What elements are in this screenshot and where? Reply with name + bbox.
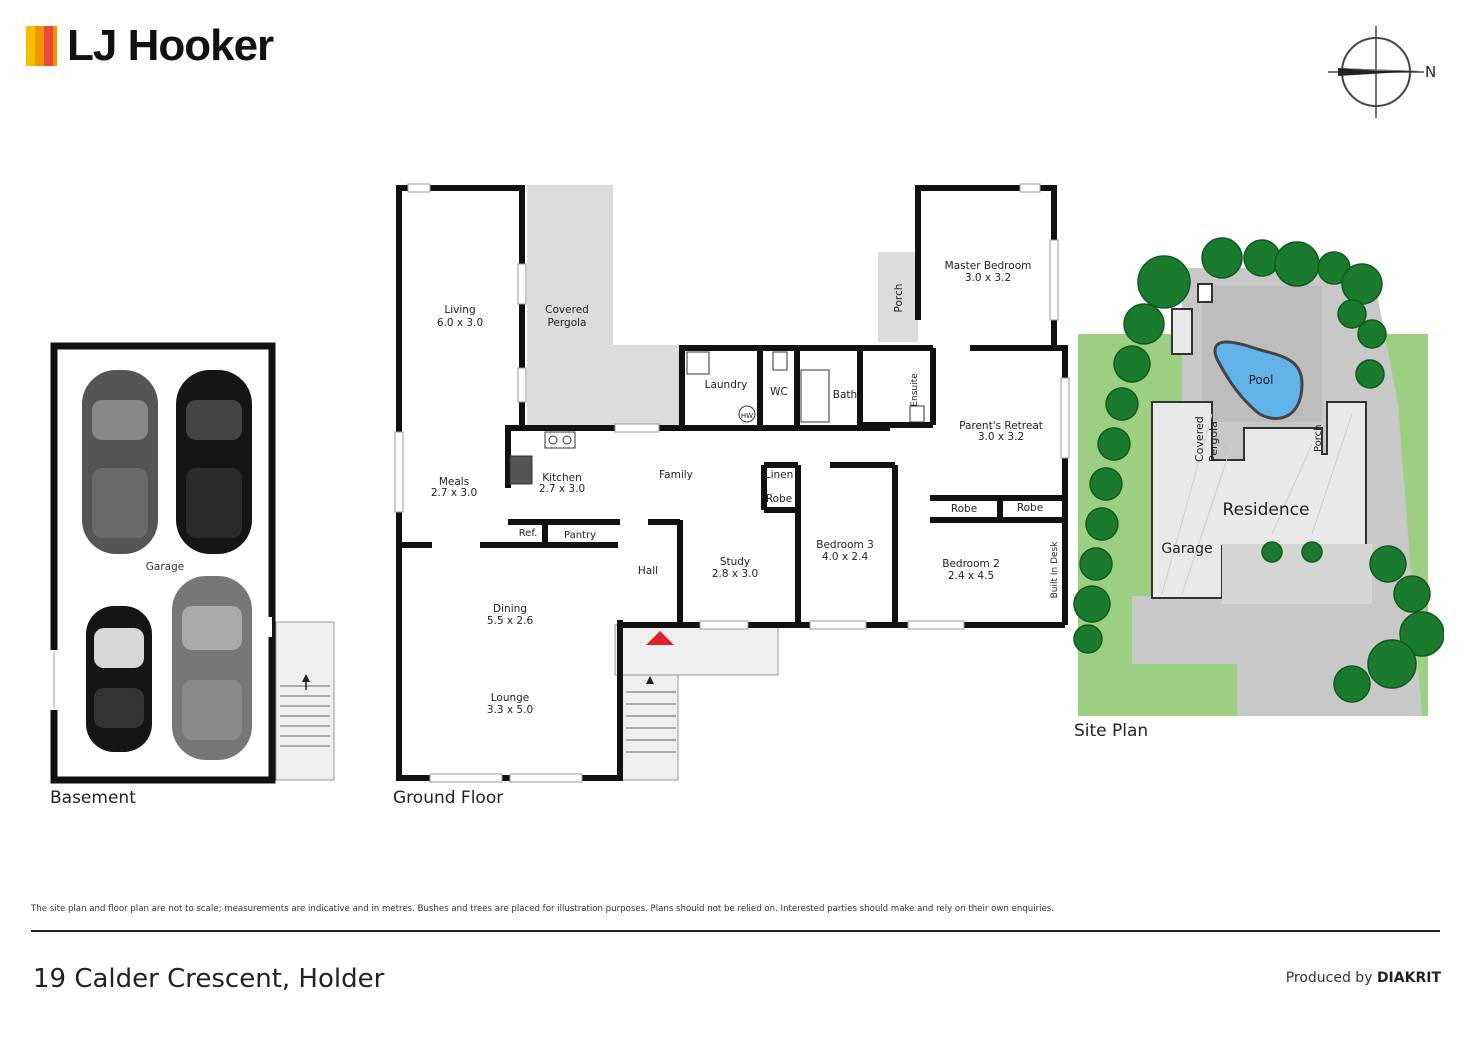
- room-name: Dining: [493, 603, 527, 615]
- compass-icon: N: [1328, 26, 1436, 118]
- room-name: Pantry: [564, 530, 596, 541]
- room-name: Bath: [833, 389, 857, 401]
- room-name: Robe: [766, 493, 792, 505]
- room-name: Family: [659, 469, 693, 481]
- footer-divider: [31, 930, 1440, 932]
- room-name: Laundry: [705, 379, 748, 391]
- brand-name: LJ Hooker: [67, 21, 274, 70]
- room-name: Living: [444, 304, 475, 316]
- room-size: 2.7 x 3.0: [431, 487, 477, 499]
- room-name: Porch: [893, 284, 905, 313]
- car-icon: [86, 606, 152, 752]
- room-name: Bedroom 3: [816, 539, 874, 551]
- ground-floor-plan: Living 6.0 x 3.0 Covered Pergola Porch M…: [394, 183, 1070, 783]
- room-size: 6.0 x 3.0: [437, 317, 483, 329]
- entry-marker-icon: [646, 631, 674, 645]
- room-size: 2.7 x 3.0: [539, 483, 585, 495]
- site-garage-label: Garage: [1161, 541, 1212, 557]
- site-pergola-label: Covered: [1193, 416, 1206, 462]
- producer-name: DIAKRIT: [1376, 970, 1441, 986]
- disclaimer-text: The site plan and floor plan are not to …: [31, 904, 1055, 914]
- room-name: Parent's Retreat: [959, 420, 1043, 432]
- room-name: Covered: [545, 304, 589, 316]
- produced-by-label: Produced by: [1285, 970, 1373, 986]
- room-size: 3.0 x 3.2: [965, 272, 1011, 284]
- residence-label: Residence: [1223, 500, 1310, 520]
- basement-caption: Basement: [50, 788, 136, 808]
- room-size: 3.0 x 3.2: [978, 431, 1024, 443]
- brand-logo: LJ Hooker: [26, 21, 274, 70]
- room-name: Kitchen: [542, 472, 581, 484]
- car-icon: [82, 370, 158, 554]
- room-size: 2.8 x 3.0: [712, 568, 758, 580]
- car-icon: [176, 370, 252, 554]
- pool-label: Pool: [1249, 373, 1274, 387]
- room-name: Robe: [1017, 502, 1043, 514]
- room-size: 4.0 x 2.4: [822, 551, 869, 563]
- room-name: Hall: [638, 565, 658, 577]
- room-size: 2.4 x 4.5: [948, 570, 994, 582]
- room-name: Study: [720, 556, 750, 568]
- room-name: Linen: [765, 469, 794, 481]
- room-name: WC: [770, 386, 788, 398]
- room-name: Robe: [951, 503, 977, 515]
- room-name: Ref.: [519, 528, 538, 539]
- ground-floor-caption: Ground Floor: [393, 788, 504, 808]
- room-name: Ensuite: [910, 373, 920, 407]
- brand-color-bars: [26, 26, 57, 66]
- room-name: HW: [741, 412, 753, 420]
- room-size: 3.3 x 5.0: [487, 704, 533, 716]
- site-plan: Pool Residence Garage Covered Pergola Po…: [1073, 237, 1444, 716]
- producer-credit: Produced by DIAKRIT: [1286, 970, 1441, 986]
- property-address: 19 Calder Crescent, Holder: [33, 964, 385, 994]
- site-plan-caption: Site Plan: [1074, 721, 1149, 741]
- room-size: 5.5 x 2.6: [487, 615, 534, 627]
- room-name: Pergola: [548, 317, 587, 329]
- site-pergola-label: Pergola: [1207, 421, 1220, 462]
- room-name: Bedroom 2: [942, 558, 1000, 570]
- compass-north-label: N: [1425, 63, 1436, 81]
- car-icon: [172, 576, 252, 760]
- room-name: Master Bedroom: [945, 260, 1032, 272]
- site-porch-label: Porch: [1313, 424, 1324, 452]
- room-name: Built In Desk: [1050, 541, 1060, 599]
- room-name: Meals: [439, 476, 469, 488]
- basement-plan: Garage: [50, 342, 335, 784]
- room-name: Lounge: [491, 692, 530, 704]
- garage-label: Garage: [146, 561, 184, 573]
